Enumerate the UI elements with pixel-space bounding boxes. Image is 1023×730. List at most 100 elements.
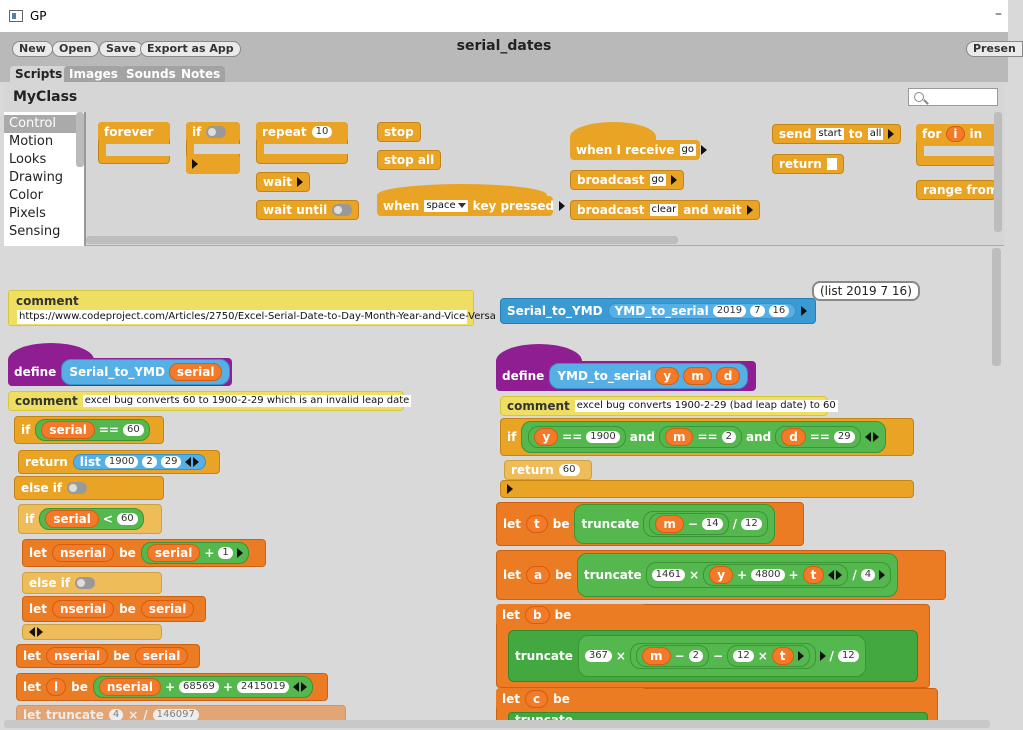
expand-arrow-icon[interactable] bbox=[236, 548, 243, 558]
category-pixels[interactable]: Pixels bbox=[9, 206, 46, 221]
m-eq-block[interactable]: m==2 bbox=[658, 426, 742, 448]
expand-arrow-icon[interactable] bbox=[801, 306, 808, 316]
expand-arrow-icon[interactable] bbox=[888, 129, 895, 139]
y-eq-block[interactable]: y==1900 bbox=[528, 426, 626, 448]
t-product-block[interactable]: 12×t bbox=[727, 645, 810, 667]
export-app-button[interactable]: Export as App bbox=[140, 41, 241, 57]
param-y[interactable]: y bbox=[655, 367, 680, 385]
minimize-button[interactable]: – bbox=[995, 6, 1002, 22]
expand-arrow-icon[interactable] bbox=[700, 145, 707, 155]
t-var[interactable]: t bbox=[526, 515, 548, 533]
m-var[interactable]: m bbox=[641, 647, 671, 665]
url-comment-block[interactable]: comment https://www.codeproject.com/Arti… bbox=[8, 290, 496, 326]
receive-value[interactable]: go bbox=[679, 144, 696, 156]
less-than-block[interactable]: serial<60 bbox=[39, 508, 144, 530]
num-1900[interactable]: 1900 bbox=[104, 456, 139, 468]
t-var[interactable]: t bbox=[802, 566, 825, 584]
num-1461[interactable]: 1461 bbox=[651, 569, 686, 581]
sum-block[interactable]: nserial+68569+2415019 bbox=[92, 676, 314, 698]
m-var[interactable]: m bbox=[655, 515, 684, 533]
a-var[interactable]: a bbox=[526, 566, 551, 584]
expand-arrow-icon[interactable] bbox=[507, 484, 513, 494]
num-7[interactable]: 7 bbox=[750, 305, 765, 317]
key-dropdown[interactable]: space bbox=[424, 200, 468, 212]
num-146097[interactable]: 146097 bbox=[152, 709, 199, 721]
broadcast-wait-value[interactable]: clear bbox=[649, 204, 679, 216]
num-1900[interactable]: 1900 bbox=[586, 431, 620, 443]
category-control[interactable]: Control bbox=[4, 115, 76, 133]
serial-var[interactable]: serial bbox=[134, 647, 189, 665]
expand-arrow-icon[interactable] bbox=[297, 177, 304, 187]
serial-var[interactable]: serial bbox=[41, 421, 95, 439]
serial-var[interactable]: serial bbox=[45, 510, 99, 528]
b-var[interactable]: b bbox=[525, 606, 550, 624]
y-var[interactable]: y bbox=[534, 428, 559, 446]
serial-var[interactable]: serial bbox=[146, 544, 201, 562]
category-drawing[interactable]: Drawing bbox=[9, 170, 64, 185]
param-serial[interactable]: serial bbox=[168, 363, 223, 381]
param-m[interactable]: m bbox=[683, 367, 712, 385]
comment-url-field[interactable]: https://www.codeproject.com/Articles/275… bbox=[17, 310, 496, 324]
search-input[interactable] bbox=[908, 88, 998, 106]
wait-block[interactable]: wait bbox=[256, 172, 311, 192]
c-var[interactable]: c bbox=[525, 690, 549, 708]
scripts-vertical-scrollbar[interactable] bbox=[992, 248, 1001, 366]
serial-var[interactable]: serial bbox=[140, 600, 195, 618]
category-color[interactable]: Color bbox=[9, 188, 43, 203]
num-2415019[interactable]: 2415019 bbox=[236, 681, 290, 693]
expand-arrows-icon[interactable] bbox=[864, 432, 879, 442]
leap-comment-text[interactable]: excel bug converts 60 to 1900-2-29 which… bbox=[82, 395, 412, 407]
num-29[interactable]: 29 bbox=[833, 431, 855, 443]
palette-horizontal-scrollbar[interactable] bbox=[86, 236, 678, 244]
num-12[interactable]: 12 bbox=[741, 518, 762, 530]
month-expr-block[interactable]: m−2−12×t bbox=[629, 643, 816, 669]
num-2[interactable]: 2 bbox=[688, 650, 703, 662]
num-4800[interactable]: 4800 bbox=[751, 569, 785, 581]
send-value[interactable]: start bbox=[816, 128, 844, 140]
expand-arrow-icon[interactable] bbox=[746, 205, 753, 215]
category-looks[interactable]: Looks bbox=[9, 152, 47, 167]
new-button[interactable]: New bbox=[12, 41, 53, 57]
num-2019[interactable]: 2019 bbox=[712, 305, 747, 317]
nserial-var[interactable]: nserial bbox=[52, 544, 115, 562]
return-block[interactable]: return bbox=[772, 154, 844, 174]
tab-scripts[interactable]: Scripts bbox=[10, 66, 68, 82]
m-minus-block[interactable]: m−2 bbox=[635, 645, 709, 667]
leap-comment-text[interactable]: excel bug converts 1900-2-29 (bad leap d… bbox=[574, 400, 838, 412]
num-14[interactable]: 14 bbox=[701, 518, 723, 530]
nserial-var[interactable]: nserial bbox=[46, 647, 109, 665]
save-button[interactable]: Save bbox=[99, 41, 143, 57]
category-motion[interactable]: Motion bbox=[9, 134, 54, 149]
num-60[interactable]: 60 bbox=[122, 424, 144, 436]
expand-arrow-icon[interactable] bbox=[559, 201, 566, 211]
expand-arrows-icon[interactable] bbox=[185, 457, 200, 467]
num-2[interactable]: 2 bbox=[721, 431, 736, 443]
t-var[interactable]: t bbox=[771, 647, 794, 665]
minus-block[interactable]: m−14 bbox=[649, 513, 729, 535]
num-4[interactable]: 4 bbox=[860, 569, 876, 581]
num-12[interactable]: 12 bbox=[733, 650, 754, 662]
expand-arrows-icon[interactable] bbox=[293, 682, 308, 692]
repeat-count[interactable]: 10 bbox=[311, 126, 333, 138]
expand-arrows-icon[interactable] bbox=[828, 570, 843, 580]
y-var[interactable]: y bbox=[709, 566, 734, 584]
toggle-icon[interactable] bbox=[332, 204, 353, 216]
num-4[interactable]: 4 bbox=[108, 709, 124, 721]
category-scrollbar[interactable] bbox=[76, 112, 84, 167]
present-button[interactable]: Presen bbox=[966, 41, 1023, 57]
